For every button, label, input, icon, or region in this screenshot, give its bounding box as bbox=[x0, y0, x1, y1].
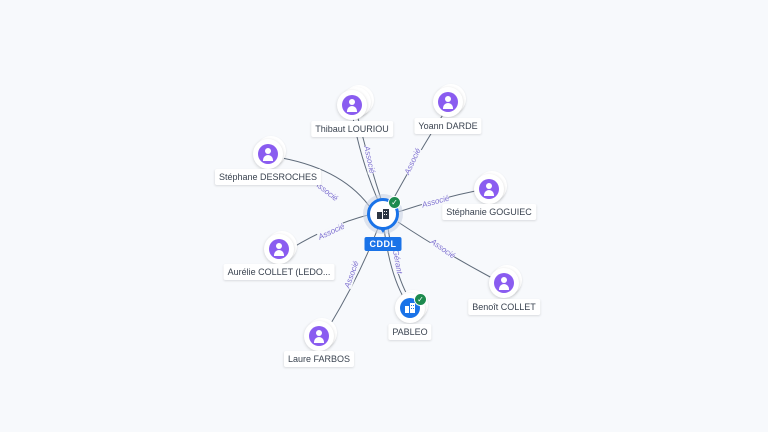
edge-label-thibaut: Associé bbox=[362, 144, 377, 175]
person-icon bbox=[438, 92, 458, 112]
node-label: Yoann DARDE bbox=[414, 118, 482, 134]
edge-label-pableo: Gérant bbox=[391, 249, 404, 275]
verified-check-icon: ✓ bbox=[388, 196, 401, 209]
node-label: Benoît COLLET bbox=[468, 299, 540, 315]
person-icon bbox=[494, 273, 514, 293]
person-icon bbox=[309, 326, 329, 346]
node-label: PABLEO bbox=[388, 324, 432, 340]
person-icon bbox=[258, 144, 278, 164]
center-label: CDDL bbox=[364, 237, 402, 251]
node-label: Stéphane DESROCHES bbox=[214, 169, 322, 185]
person-icon bbox=[342, 95, 362, 115]
person-icon bbox=[479, 179, 499, 199]
person-icon bbox=[269, 239, 289, 259]
verified-check-icon: ✓ bbox=[414, 293, 427, 306]
edge-label-benoit: Associé bbox=[428, 236, 457, 260]
edge-label-aurelie: Associé bbox=[316, 221, 347, 242]
company-icon bbox=[377, 209, 389, 219]
node-label: Laure FARBOS bbox=[283, 351, 355, 367]
node-label: Stéphanie GOGUIEC bbox=[442, 204, 536, 220]
edge-label-yoann: Associé bbox=[402, 146, 423, 177]
node-label: Aurélie COLLET (LEDO... bbox=[223, 264, 335, 280]
node-label: Thibaut LOURIOU bbox=[311, 121, 393, 137]
